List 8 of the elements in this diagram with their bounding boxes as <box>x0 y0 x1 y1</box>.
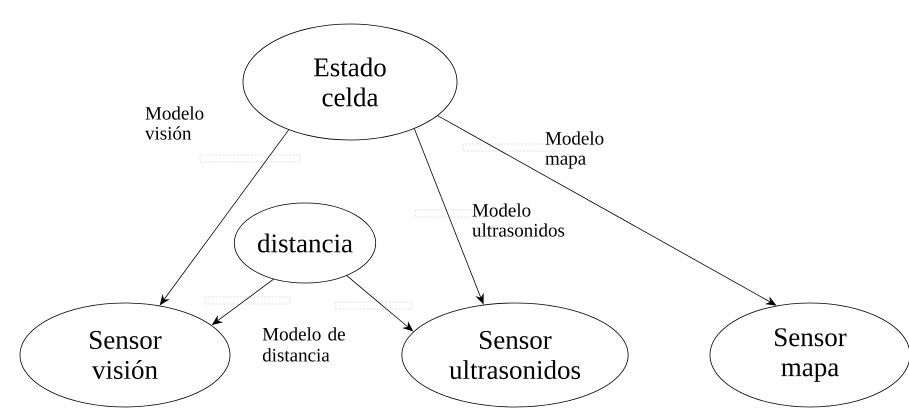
edge-label: Modelo ultrasonidos <box>472 203 564 237</box>
ellipse-node: distancia <box>234 202 376 284</box>
ellipse-node: Sensor visión <box>20 302 230 408</box>
ellipse-node: Sensor ultrasonidos <box>401 302 629 408</box>
edge-label: Modelo visión <box>145 106 204 140</box>
edge-label: Modelo mapa <box>545 131 604 169</box>
text-label: Modelo de distancia <box>262 327 345 362</box>
ellipse-node: Estado celda <box>242 24 458 140</box>
